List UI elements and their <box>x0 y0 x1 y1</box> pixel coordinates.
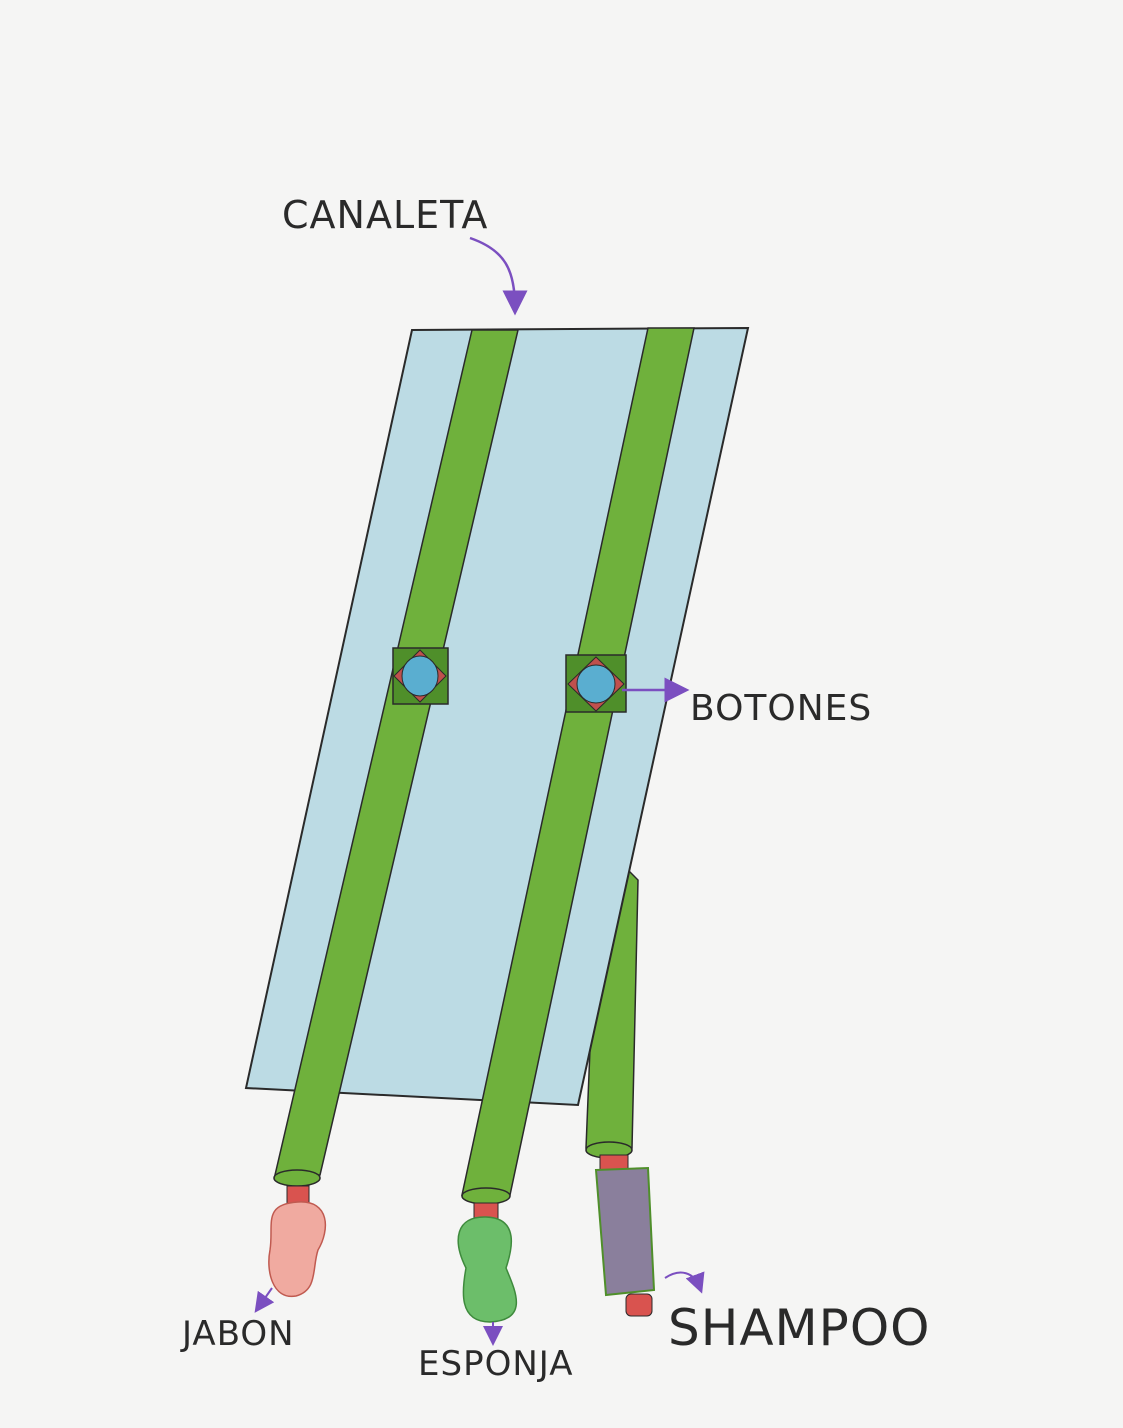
container-jabon <box>269 1202 326 1296</box>
label-jabon: JABON <box>180 1314 295 1354</box>
label-shampoo: SHAMPOO <box>668 1299 931 1357</box>
rail-esponja-end <box>462 1188 510 1204</box>
arrow-shampoo <box>665 1273 700 1288</box>
container-esponja <box>458 1217 516 1322</box>
label-esponja: ESPONJA <box>418 1344 573 1384</box>
container-shampoo <box>596 1168 654 1295</box>
label-botones: BOTONES <box>690 688 872 729</box>
rail-jabon-end <box>274 1170 320 1186</box>
button-left[interactable] <box>393 648 448 704</box>
arrow-canaleta <box>470 238 515 308</box>
button-right[interactable] <box>566 655 626 712</box>
arrow-jabon <box>258 1288 272 1308</box>
container-shampoo-cap <box>626 1294 652 1316</box>
label-canaleta: CANALETA <box>282 193 488 237</box>
